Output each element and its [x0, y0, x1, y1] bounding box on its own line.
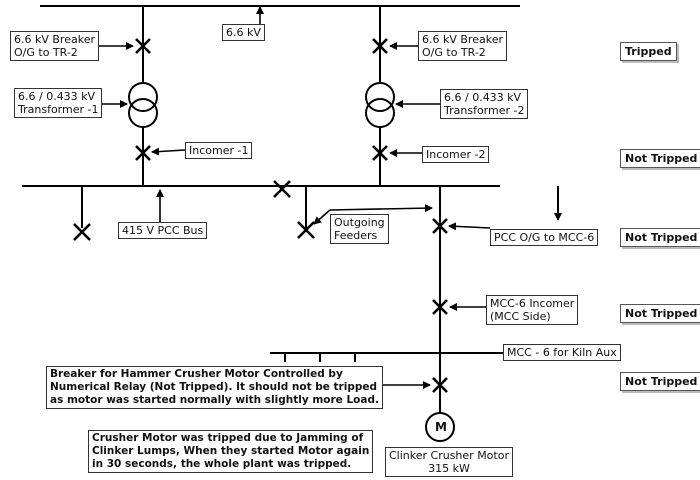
status-row4: Not Tripped	[620, 304, 700, 323]
breaker-left-66kv-icon	[135, 38, 151, 54]
label-outgoing-feeders: Outgoing Feeders	[330, 214, 389, 244]
label-incomer-left: Incomer -1	[185, 142, 253, 159]
label-bus-66kv: 6.6 kV	[222, 24, 265, 41]
transformer-right-primary-icon	[365, 82, 395, 112]
status-row1: Tripped	[620, 42, 677, 61]
incomer-right-breaker-icon	[372, 145, 388, 161]
label-mcc-bus: MCC - 6 for Kiln Aux	[503, 344, 621, 361]
breaker-right-66kv-icon	[372, 38, 388, 54]
outgoing-feeder-breaker-icon	[297, 221, 315, 239]
hammer-crusher-breaker-icon	[432, 377, 448, 393]
status-row5: Not Tripped	[620, 372, 700, 391]
label-hammer-note: Breaker for Hammer Crusher Motor Control…	[46, 366, 383, 409]
label-transformer-left: 6.6 / 0.433 kV Transformer -1	[14, 88, 103, 118]
arrow-pcc-og	[448, 222, 491, 231]
label-mcc-incomer: MCC-6 Incomer (MCC Side)	[486, 295, 579, 325]
label-pcc-bus: 415 V PCC Bus	[118, 222, 208, 239]
bus-coupler-breaker-icon	[273, 180, 291, 198]
label-incomer-right: Incomer -2	[422, 146, 490, 163]
incomer-left-breaker-icon	[135, 145, 151, 161]
arrow-outgoing-feeders-b	[313, 209, 331, 225]
motor-icon	[425, 412, 455, 442]
label-breaker-left: 6.6 kV Breaker O/G to TR-2	[10, 31, 99, 61]
transformer-right-secondary-icon	[365, 98, 395, 128]
motor-symbol: M	[435, 420, 447, 434]
transformer-left-primary-icon	[128, 82, 158, 112]
pcc-og-breaker-icon	[432, 218, 448, 234]
status-row2: Not Tripped	[620, 149, 700, 168]
status-row3: Not Tripped	[620, 228, 700, 247]
label-transformer-right: 6.6 / 0.433 kV Transformer -2	[440, 89, 529, 119]
mcc-incomer-breaker-icon	[432, 299, 448, 315]
arrow-outgoing-feeders-a	[329, 204, 433, 213]
label-motor: Clinker Crusher Motor 315 kW	[385, 447, 513, 477]
label-pcc-og: PCC O/G to MCC-6	[490, 229, 599, 246]
left-outgoing-breaker-icon	[73, 223, 91, 241]
arrow-incomer-left	[151, 147, 186, 156]
transformer-left-secondary-icon	[128, 98, 158, 128]
label-breaker-right: 6.6 kV Breaker O/G to TR-2	[418, 31, 507, 61]
label-crusher-note: Crusher Motor was tripped due to Jamming…	[88, 430, 374, 473]
